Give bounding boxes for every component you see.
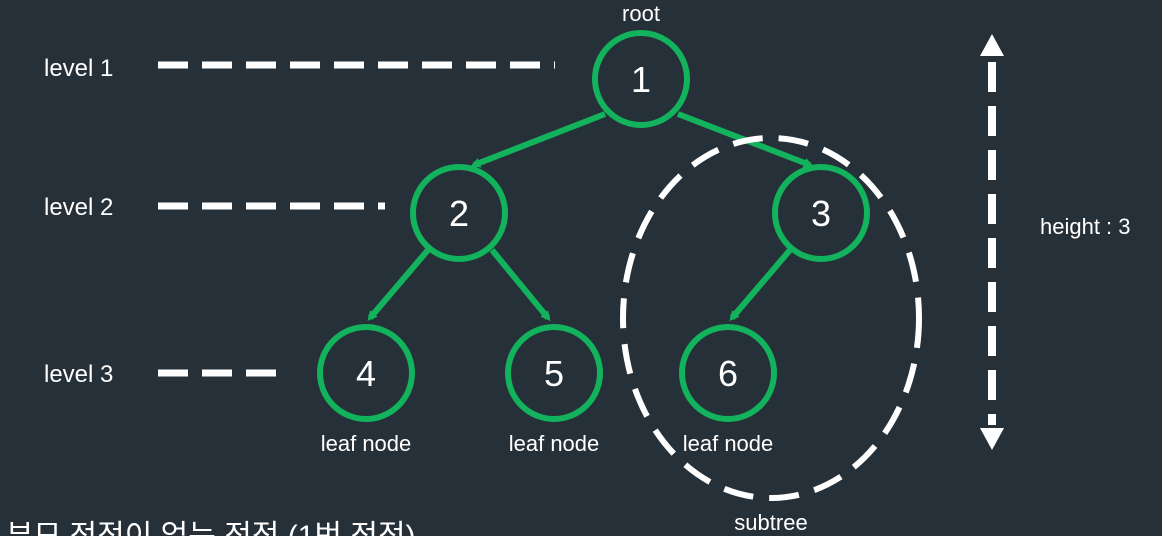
leaf-label-5: leaf node: [509, 431, 600, 456]
edge-2-4: [367, 248, 431, 322]
edge-3-6: [729, 248, 793, 322]
edge-2-5: [489, 248, 551, 322]
leaf-label-6: leaf node: [683, 431, 774, 456]
subtree-label: subtree: [734, 510, 807, 535]
node-3-value: 3: [811, 193, 831, 234]
height-arrow: [980, 34, 1004, 450]
node-4: 4: [317, 324, 415, 422]
node-6: 6: [679, 324, 777, 422]
edge-1-2: [470, 111, 607, 168]
subtree-outline: [620, 135, 922, 501]
level-1-label: level 1: [44, 55, 113, 82]
node-2-value: 2: [449, 193, 469, 234]
node-2: 2: [410, 164, 508, 262]
node-1-value: 1: [631, 59, 651, 100]
root-label: root: [622, 1, 660, 26]
level-3-label: level 3: [44, 361, 113, 388]
node-6-value: 6: [718, 353, 738, 394]
node-3: 3: [772, 164, 870, 262]
leaf-label-4: leaf node: [321, 431, 412, 456]
node-5: 5: [505, 324, 603, 422]
node-1: 1: [592, 30, 690, 128]
caption-text: 부모 정점이 없는 정점 (1번 정점): [6, 520, 416, 536]
node-5-value: 5: [544, 353, 564, 394]
level-2-label: level 2: [44, 194, 113, 221]
node-4-value: 4: [356, 353, 376, 394]
height-label: height : 3: [1040, 214, 1131, 239]
